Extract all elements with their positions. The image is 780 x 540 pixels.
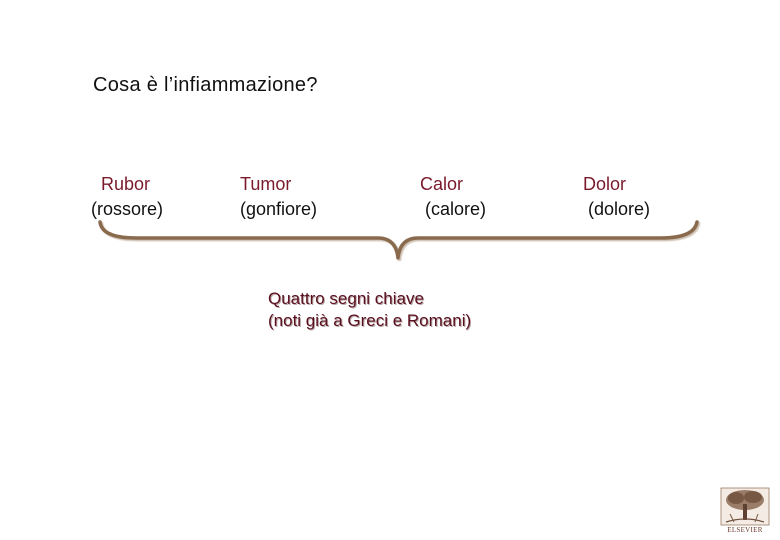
elsevier-wordmark: ELSEVIER [727,526,763,534]
sign-italian-name: (gonfiore) [240,199,318,219]
sign-italian-name: (rossore) [91,199,164,219]
sign-latin-name: Rubor [91,174,151,194]
curly-brace [98,220,699,260]
sign-tumor: Tumor (gonfiore) [240,172,317,222]
sign-calor: Calor (calore) [420,172,486,222]
slide-title: Cosa è l’infiammazione? [93,74,318,96]
sign-latin-name: Tumor [240,174,292,194]
caption-line-1: Quattro segni chiave [268,289,424,308]
sign-italian-name: (calore) [420,199,487,219]
sign-italian-name: (dolore) [583,199,651,219]
elsevier-logo: ELSEVIER [718,486,772,536]
sign-latin-name: Calor [420,174,464,194]
sign-rubor: Rubor (rossore) [91,172,163,222]
elsevier-tree-logo-icon [720,487,770,526]
caption-line-2: (noti già a Greci e Romani) [268,311,472,330]
sign-latin-name: Dolor [583,174,627,194]
sign-dolor: Dolor (dolore) [583,172,650,222]
caption: Quattro segni chiave (noti già a Greci e… [268,288,471,332]
